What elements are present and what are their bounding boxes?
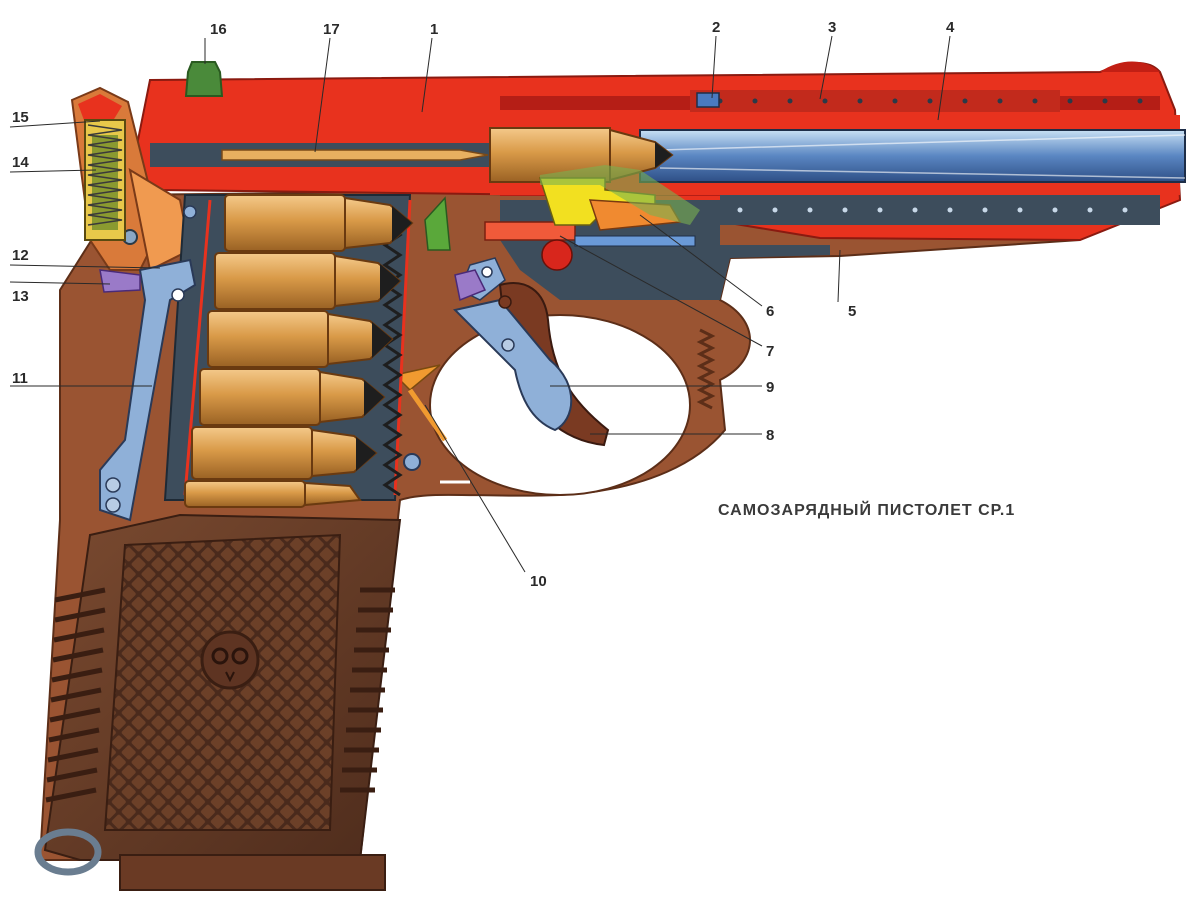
callout-2: 2: [712, 19, 720, 36]
mainspring: [84, 119, 126, 241]
cartridge: [214, 252, 402, 310]
callout-5: 5: [848, 303, 856, 320]
callout-12: 12: [12, 247, 29, 264]
cartridge: [224, 194, 414, 252]
guard-spring: [393, 364, 470, 484]
recoil-spring: [690, 90, 1143, 112]
leader-lines: [9, 35, 951, 573]
magazine-catch: [99, 205, 197, 522]
trigger: [453, 282, 610, 447]
callout-4: 4: [946, 19, 955, 36]
cartridge: [207, 310, 394, 368]
callout-10: 10: [530, 573, 547, 590]
callout-8: 8: [766, 427, 774, 444]
firing-pin: [150, 143, 490, 167]
cartridge: [191, 426, 378, 480]
rear-sight: [184, 61, 224, 97]
trigger-mechanism: [424, 165, 830, 302]
lower-spring: [720, 195, 1160, 225]
callout-14: 14: [12, 154, 29, 171]
callout-1: 1: [430, 21, 438, 38]
callout-16: 16: [210, 21, 227, 38]
callout-6: 6: [766, 303, 774, 320]
diagram-caption: САМОЗАРЯДНЫЙ ПИСТОЛЕТ СР.1: [718, 502, 1016, 519]
callout-15: 15: [12, 109, 29, 126]
callout-7: 7: [766, 343, 774, 360]
front-sight: [1100, 61, 1160, 72]
callout-13: 13: [12, 288, 29, 305]
callout-3: 3: [828, 19, 836, 36]
cartridge: [184, 480, 362, 508]
callout-11: 11: [12, 370, 28, 387]
owl-emblem-icon: [200, 630, 260, 690]
cartridge: [199, 368, 386, 426]
callout-numbers: 16 17 1 2 3 4 5 6 7 8 9 10 11 12 13 14 1…: [12, 19, 955, 590]
callout-9: 9: [766, 379, 774, 396]
callout-17: 17: [323, 21, 340, 38]
lanyard-ring-icon: [34, 828, 102, 876]
grip-panel: [34, 513, 402, 891]
cartridge-stack: [184, 194, 414, 508]
